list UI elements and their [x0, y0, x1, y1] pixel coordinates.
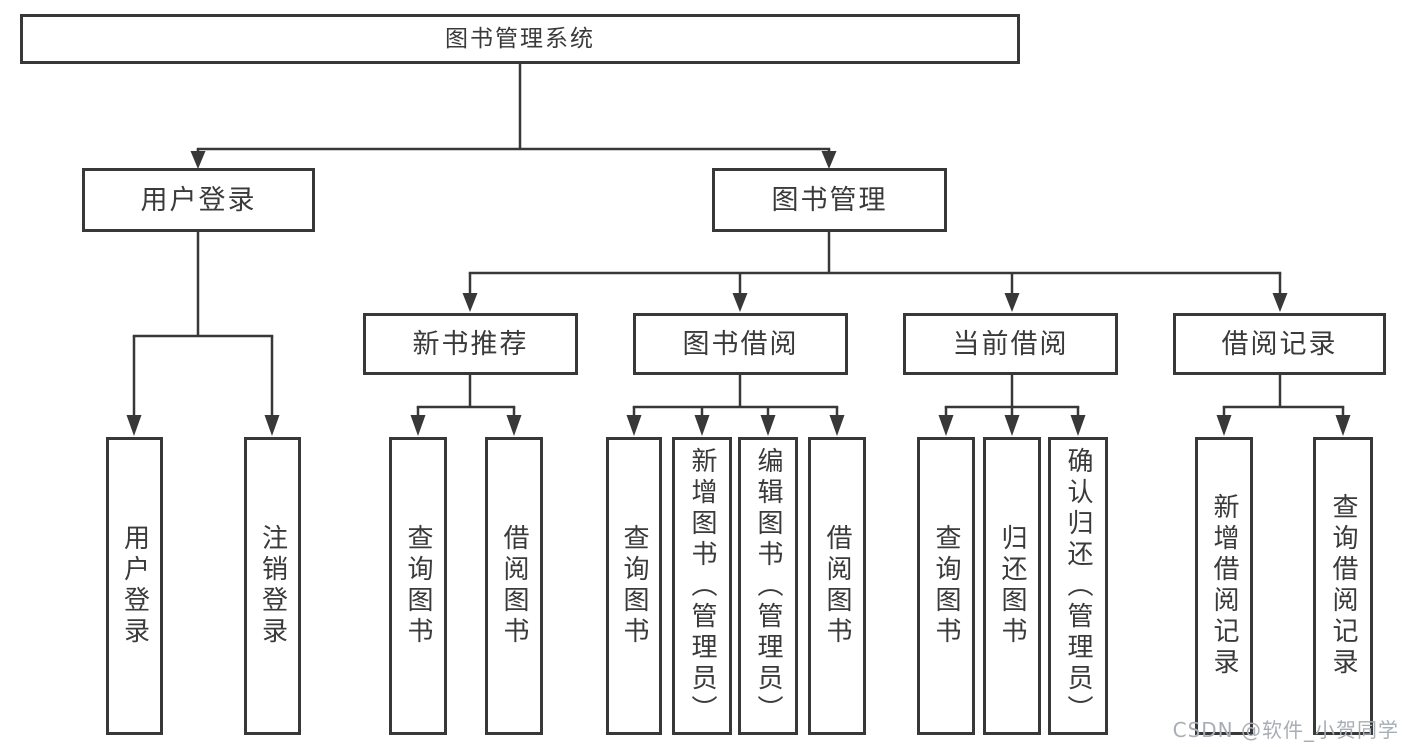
node-label: 图书管理 [771, 184, 888, 216]
node-root-system: 图书管理系统 [20, 14, 1020, 64]
leaf-label: 确认归还（管理员） [1063, 446, 1093, 726]
node-label: 借阅记录 [1221, 328, 1338, 360]
leaf-borrow-borrow-books: 借阅图书 [808, 437, 866, 735]
leaf-label: 新增借阅记录 [1209, 493, 1239, 679]
node-label: 图书管理系统 [445, 25, 595, 52]
leaf-current-confirm-return-admin: 确认归还（管理员） [1048, 437, 1108, 735]
node-borrow-records: 借阅记录 [1173, 313, 1386, 375]
leaf-current-return-books: 归还图书 [983, 437, 1041, 735]
leaf-borrow-add-books-admin: 新增图书（管理员） [672, 437, 732, 735]
leaf-records-query-record: 查询借阅记录 [1313, 437, 1373, 735]
leaf-user-login: 用户登录 [106, 437, 163, 735]
leaf-recommend-borrow-books: 借阅图书 [485, 437, 543, 735]
leaf-current-query-books: 查询图书 [917, 437, 975, 735]
csdn-watermark: CSDN @软件_小贺同学 [1172, 718, 1399, 742]
leaf-label: 查询借阅记录 [1328, 493, 1358, 679]
leaf-label: 新增图书（管理员） [687, 446, 717, 726]
node-new-book-recommend: 新书推荐 [363, 313, 578, 375]
arrowhead-icons [126, 151, 1351, 436]
leaf-label: 借阅图书 [499, 524, 529, 648]
leaf-label: 归还图书 [997, 524, 1027, 648]
leaf-label: 编辑图书（管理员） [753, 446, 783, 726]
leaf-borrow-edit-books-admin: 编辑图书（管理员） [738, 437, 798, 735]
node-label: 当前借阅 [952, 328, 1069, 360]
leaf-label: 查询图书 [403, 524, 433, 648]
leaf-label: 查询图书 [619, 524, 649, 648]
node-user-login: 用户登录 [82, 168, 315, 232]
node-current-borrow: 当前借阅 [903, 313, 1118, 375]
leaf-recommend-query-books: 查询图书 [389, 437, 447, 735]
leaf-label: 借阅图书 [822, 524, 852, 648]
leaf-label: 用户登录 [119, 524, 150, 648]
leaf-records-add-record: 新增借阅记录 [1195, 437, 1253, 735]
leaf-label: 注销登录 [257, 524, 288, 648]
node-label: 用户登录 [140, 184, 257, 216]
node-book-management: 图书管理 [712, 168, 947, 232]
node-label: 新书推荐 [412, 328, 529, 360]
leaf-borrow-query-books: 查询图书 [606, 437, 662, 735]
leaf-logout: 注销登录 [244, 437, 301, 735]
node-book-borrow: 图书借阅 [633, 313, 848, 375]
leaf-label: 查询图书 [931, 524, 961, 648]
node-label: 图书借阅 [682, 328, 799, 360]
